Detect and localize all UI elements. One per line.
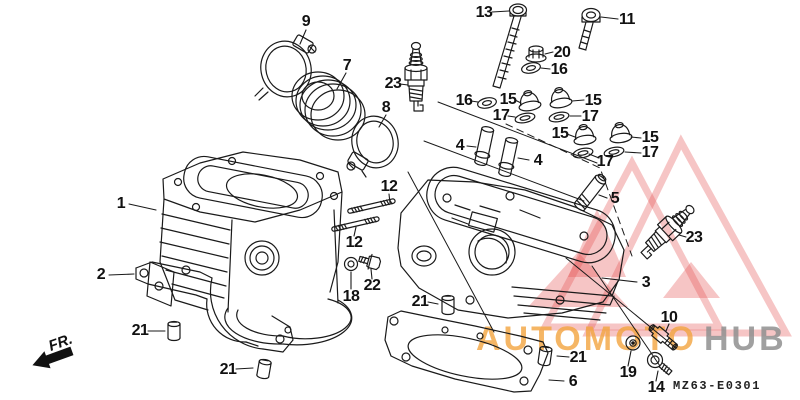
callout-17-23: 17 bbox=[581, 108, 599, 125]
callout-15-18: 15 bbox=[551, 125, 569, 142]
part-cylinder-head-drawing bbox=[397, 166, 625, 321]
callout-22-33: 22 bbox=[363, 277, 381, 294]
callout-21-31: 21 bbox=[411, 293, 429, 310]
watermark-triangle-fills bbox=[528, 209, 720, 307]
callout-15-16: 15 bbox=[499, 91, 517, 108]
callout-21-32: 21 bbox=[569, 349, 587, 366]
callout-14-15: 14 bbox=[647, 379, 665, 396]
part-clamp-rear-drawing bbox=[346, 115, 399, 178]
callout-16-21: 16 bbox=[455, 92, 473, 109]
part-bolt-14-drawing bbox=[646, 351, 673, 376]
callout-15-17: 15 bbox=[584, 92, 602, 109]
callout-10-10: 10 bbox=[660, 309, 678, 326]
callout-17-22: 17 bbox=[492, 107, 510, 124]
callout-12-12: 12 bbox=[380, 178, 398, 195]
watermark-text-primary: AUTOMOTO bbox=[476, 320, 697, 358]
leader-lines bbox=[108, 10, 687, 382]
part-clamp-front-drawing bbox=[254, 34, 317, 101]
callout-3-2: 3 bbox=[641, 274, 651, 291]
diagram-code: MZ63-E0301 bbox=[673, 379, 762, 393]
part-valve-guides-drawing bbox=[472, 124, 521, 179]
callout-2-1: 2 bbox=[96, 266, 106, 283]
callout-1-0: 1 bbox=[116, 195, 126, 212]
callout-6-6: 6 bbox=[568, 373, 578, 390]
callout-15-19: 15 bbox=[641, 129, 659, 146]
callout-17-25: 17 bbox=[641, 144, 659, 161]
watermark-triangle-outlines bbox=[539, 134, 792, 337]
callout-23-34: 23 bbox=[384, 75, 402, 92]
part-intake-boot-drawing bbox=[291, 71, 366, 141]
part-washer-16-drawing bbox=[477, 62, 541, 109]
part-bolt-22-drawing bbox=[358, 253, 382, 271]
part-rear-gasket-drawing bbox=[384, 310, 549, 393]
part-stud-drawing bbox=[573, 173, 607, 212]
fr-direction-arrow: FR. bbox=[32, 331, 75, 369]
callout-5-5: 5 bbox=[610, 190, 620, 207]
callout-9-9: 9 bbox=[301, 13, 311, 30]
part-cylinder-drawing bbox=[146, 151, 353, 346]
part-washer-19-drawing bbox=[625, 335, 641, 351]
part-front-gasket-drawing bbox=[135, 261, 294, 353]
part-head-bolt-drawing bbox=[578, 7, 601, 51]
callout-21-30: 21 bbox=[219, 361, 237, 378]
part-long-bolt-drawing bbox=[492, 3, 528, 89]
callout-4-4: 4 bbox=[533, 152, 543, 169]
callout-23-35: 23 bbox=[685, 229, 703, 246]
callout-21-29: 21 bbox=[131, 322, 149, 339]
construction-lines bbox=[407, 101, 677, 367]
callout-4-3: 4 bbox=[455, 137, 465, 154]
part-spark-plug-left-drawing bbox=[404, 41, 428, 112]
callout-16-20: 16 bbox=[550, 61, 568, 78]
part-cap-nut-drawing bbox=[525, 45, 547, 63]
watermark-text: AUTOMOTO HUB bbox=[476, 320, 787, 358]
callout-18-26: 18 bbox=[342, 288, 360, 305]
callout-7-7: 7 bbox=[342, 57, 352, 74]
callout-20-28: 20 bbox=[553, 44, 571, 61]
callout-11-11: 11 bbox=[619, 11, 635, 28]
callout-12-13: 12 bbox=[345, 234, 363, 251]
callout-8-8: 8 bbox=[381, 99, 391, 116]
part-washer-18-drawing bbox=[343, 256, 359, 272]
callout-19-27: 19 bbox=[619, 364, 637, 381]
callout-17-24: 17 bbox=[596, 153, 614, 170]
watermark-text-secondary: HUB bbox=[704, 320, 787, 358]
callout-13-14: 13 bbox=[475, 4, 493, 21]
